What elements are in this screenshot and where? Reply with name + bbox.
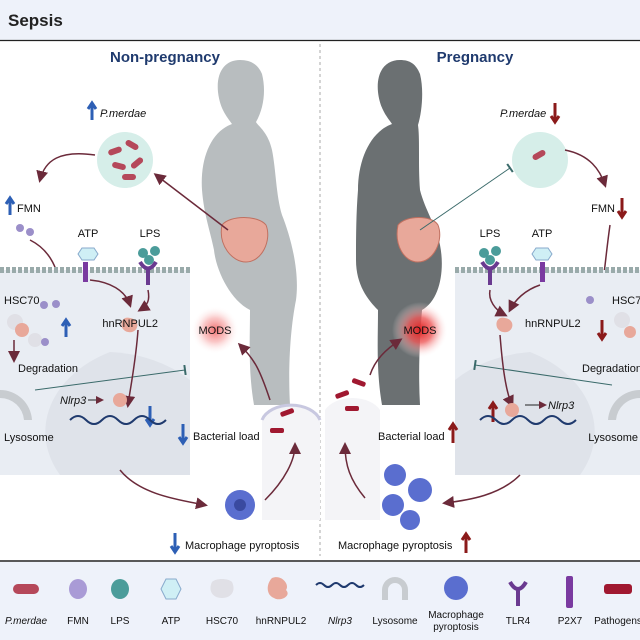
bacteria-colony (97, 132, 153, 188)
mods-label: MODS (404, 325, 437, 337)
intestine-icon (396, 217, 441, 263)
legend-label: FMN (67, 616, 89, 627)
lysosome-label: Lysosome (4, 432, 54, 444)
legend-label: HSC70 (206, 616, 239, 627)
down-arrow-icon (596, 320, 608, 342)
fmn-label: FMN (17, 203, 41, 215)
lysosome-legend-icon (382, 577, 408, 600)
header-bar (0, 0, 640, 40)
mods-glow (191, 306, 239, 354)
tlr4-legend-icon (508, 580, 528, 606)
pregnancy-panel: Pregnancy P.merdae FMN LPS ATP HSC70 hnR… (325, 49, 640, 553)
up-arrow-icon (447, 421, 459, 443)
intestine-icon (220, 217, 269, 263)
tlr4-receptor-icon (480, 260, 500, 285)
legend-label: P.merdae (5, 616, 48, 627)
hsc70-label: HSC70 (4, 295, 39, 307)
hnrnpul2-label: hnRNPUL2 (102, 318, 158, 330)
atp-label: ATP (532, 228, 553, 240)
mods-glow (392, 302, 448, 358)
up-arrow-icon (86, 100, 98, 120)
legend-label: TLR4 (506, 616, 531, 627)
atp-label: ATP (78, 228, 99, 240)
lysosome-label: Lysosome (588, 432, 638, 444)
panel-title: Non-pregnancy (110, 49, 221, 66)
lps-label: LPS (480, 228, 501, 240)
pmerdae-label: P.merdae (500, 108, 546, 120)
pmerdae-legend-icon (13, 584, 39, 594)
degradation-label: Degradation (18, 363, 78, 375)
down-arrow-icon (177, 424, 189, 446)
nucleus (455, 352, 595, 475)
down-arrow-icon (169, 533, 181, 555)
hsc70-legend-icon (210, 579, 234, 598)
pathogens-icon (335, 378, 366, 411)
up-arrow-icon (60, 317, 72, 337)
macrophage-legend-icon (444, 576, 468, 600)
legend-label: Macrophage (428, 610, 484, 621)
fmn-label: FMN (591, 203, 615, 215)
panel-title: Pregnancy (437, 49, 514, 66)
nlrp3-dna-icon (479, 415, 577, 425)
atp-legend-icon (160, 578, 182, 600)
nlrp3-label: Nlrp3 (548, 400, 575, 412)
intestinal-wall (325, 397, 380, 520)
down-arrow-icon (549, 103, 561, 125)
legend-label: LPS (111, 616, 130, 627)
pyroptosis-label: Macrophage pyroptosis (185, 540, 300, 552)
hnrnpul2-legend-icon (267, 577, 288, 600)
non-pregnancy-panel: Non-pregnancy P.merdae FMN ATP LPS HSC70 (0, 49, 322, 555)
lysosome-icon (608, 389, 640, 420)
legend-label: ATP (162, 616, 181, 627)
lps-label: LPS (140, 228, 161, 240)
fmn-legend-icon (69, 579, 87, 599)
legend-label: Nlrp3 (328, 616, 352, 627)
legend-label: pyroptosis (433, 622, 479, 633)
up-arrow-icon (487, 400, 499, 422)
hnrnpul2-protein-icon (496, 317, 513, 333)
nucleus (45, 352, 190, 475)
legend-panel (0, 562, 640, 640)
p2x7-receptor-icon (83, 262, 88, 282)
pmerdae-label: P.merdae (100, 108, 146, 120)
pathogens-legend-icon (604, 584, 632, 594)
header-title: Sepsis (8, 11, 63, 30)
macrophage-icon (382, 464, 432, 530)
lps-legend-icon (111, 579, 129, 599)
hnrnpul2-protein-icon (121, 317, 138, 333)
bacteria-colony (512, 132, 568, 188)
nlrp3-dna-icon (69, 415, 167, 425)
mods-label: MODS (199, 325, 232, 337)
nlrp3-label: Nlrp3 (60, 395, 87, 407)
tlr4-receptor-icon (138, 260, 158, 285)
legend-label: P2X7 (558, 616, 583, 627)
up-arrow-icon (4, 195, 16, 215)
hnrnpul2-label: hnRNPUL2 (525, 318, 581, 330)
legend: P.merdae FMN LPS ATP HSC70 hnRNPUL2 Nlrp… (5, 576, 640, 633)
legend-label: Pathogens (594, 616, 640, 627)
legend-label: Lysosome (372, 616, 418, 627)
p2x7-legend-icon (566, 576, 573, 608)
p2x7-receptor-icon (540, 262, 545, 282)
hsc70-label: HSC70 (612, 295, 640, 307)
lysosome-icon (0, 389, 32, 420)
pyroptosis-label: Macrophage pyroptosis (338, 540, 453, 552)
down-arrow-icon (616, 198, 628, 220)
bacterial-load-label: Bacterial load (193, 431, 260, 443)
degradation-label: Degradation (582, 363, 640, 375)
up-arrow-icon (460, 531, 472, 553)
legend-label: hnRNPUL2 (256, 616, 307, 627)
nlrp3-legend-icon (315, 582, 365, 588)
bacterial-load-label: Bacterial load (378, 431, 445, 443)
